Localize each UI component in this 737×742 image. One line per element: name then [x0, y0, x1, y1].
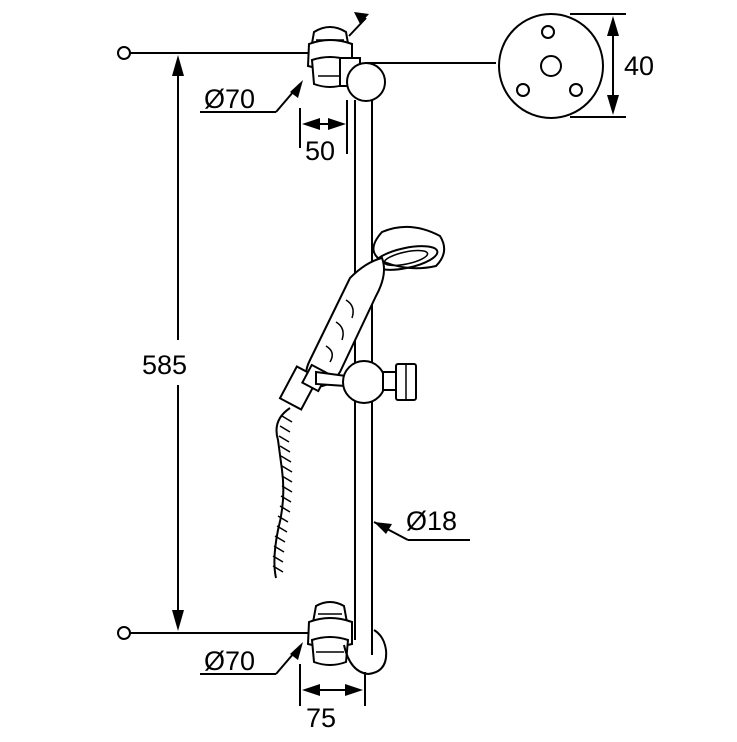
bottom-diameter-leader	[200, 642, 303, 675]
top-wall-reference-line	[117, 46, 308, 60]
top-offset-label: 50	[305, 136, 335, 166]
top-diameter-leader	[200, 80, 303, 113]
top-ball-joint	[346, 62, 386, 102]
top-rosette	[306, 26, 361, 88]
bottom-diameter-label: Ø70	[204, 646, 255, 676]
top-rosette-marker-arrow	[349, 12, 369, 36]
bar-diameter-label: Ø18	[406, 506, 457, 536]
height-dimension-line	[570, 13, 626, 118]
slider-holder	[315, 360, 417, 404]
shower-hose	[272, 407, 293, 579]
wall-mount-plate	[498, 13, 604, 119]
bar-diameter-leader	[373, 521, 470, 541]
bottom-wall-reference-line	[117, 626, 308, 640]
top-diameter-label: Ø70	[204, 84, 255, 114]
hand-shower	[278, 225, 446, 411]
top-offset-dimension	[299, 100, 348, 154]
length-dimension-line	[172, 55, 184, 631]
height-dimension-label: 40	[624, 51, 654, 81]
bottom-bar-holder	[343, 629, 388, 676]
length-dimension-label: 585	[142, 350, 187, 380]
bottom-offset-dimension	[299, 664, 366, 706]
bottom-rosette	[306, 601, 353, 666]
bottom-offset-label: 75	[306, 703, 336, 733]
